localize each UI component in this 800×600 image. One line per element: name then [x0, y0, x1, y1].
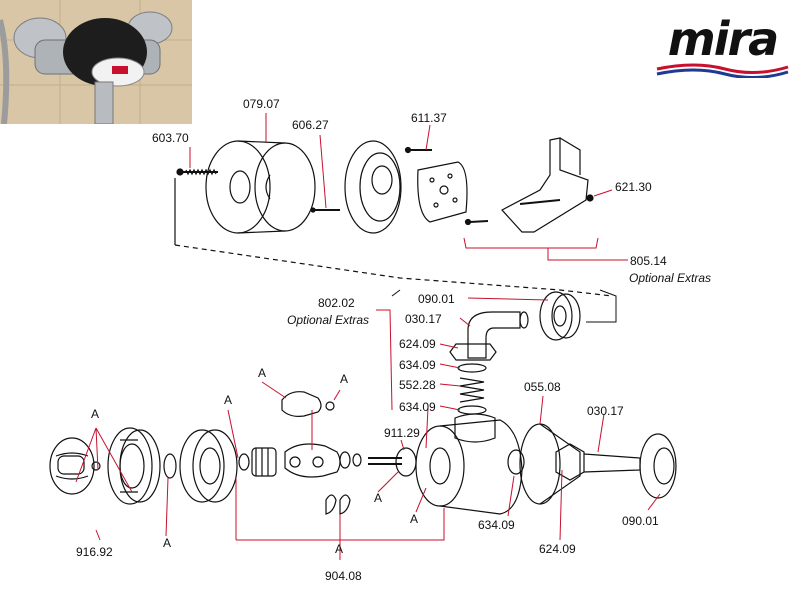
mira-logo-text: mira [667, 12, 779, 66]
l-bracket-icon [501, 137, 594, 233]
screw-603-70-icon [176, 168, 218, 176]
part-label-805-14: 805.14 [630, 254, 667, 268]
valve-body-icon [415, 413, 525, 515]
rosette-right-icon [639, 433, 677, 499]
elbow-pipe-icon [467, 311, 529, 359]
part-label-603-70: 603.70 [152, 131, 189, 145]
screw-bracket-icon [464, 218, 489, 226]
rosette-top-icon [539, 291, 581, 341]
mira-logo: mira [655, 14, 790, 78]
shaft-911-29-icon [368, 447, 417, 477]
part-label-611-37: 611.37 [411, 111, 447, 125]
part-label-606-27: 606.27 [292, 118, 329, 132]
marker-a-5: A [340, 372, 349, 386]
marker-a-4: A [258, 366, 267, 380]
part-label-621-30: 621.30 [615, 180, 652, 194]
washer-icon [163, 453, 177, 479]
screw-611-37-icon [404, 146, 432, 154]
part-label-634-09-b: 634.09 [399, 400, 436, 414]
part-label-055-08: 055.08 [524, 380, 561, 394]
cartridge-icon [251, 447, 277, 477]
part-label-802-02: 802.02 [318, 296, 355, 310]
part-label-904-08: 904.08 [325, 569, 362, 583]
body-055-08-icon [519, 423, 581, 505]
note-802-02: Optional Extras [287, 313, 370, 327]
marker-a-3: A [224, 393, 233, 407]
spring-552-28-icon [459, 377, 485, 403]
part-label-634-09-c: 634.09 [478, 518, 515, 532]
note-805-14: Optional Extras [629, 271, 712, 285]
marker-a-6: A [374, 491, 383, 505]
nut-624-09-icon [449, 343, 497, 361]
marker-a-7: A [335, 542, 344, 556]
control-knob-icon [49, 437, 95, 495]
bracket-plate-icon [417, 161, 468, 223]
shroud-079-07-icon [205, 140, 316, 234]
marker-a-1: A [91, 407, 100, 421]
washer-634-09-icon [457, 363, 487, 373]
marker-a-8: A [410, 512, 419, 526]
marker-a-2: A [163, 536, 172, 550]
dial-plate-icon [179, 429, 238, 503]
o-ring-icon [238, 453, 250, 471]
shower-valve-photo [0, 0, 192, 124]
lever-cap-icon [107, 427, 161, 505]
part-label-079-07: 079.07 [243, 97, 280, 111]
part-label-552-28: 552.28 [399, 378, 436, 392]
backplate-icon [344, 140, 402, 234]
part-label-911-29: 911.29 [384, 426, 420, 440]
part-label-090-01-top: 090.01 [418, 292, 455, 306]
part-label-624-09-bottom: 624.09 [539, 542, 576, 556]
part-label-030-17-right: 030.17 [587, 404, 624, 418]
pin-606-27-icon [310, 207, 340, 213]
small-clips-icon [325, 494, 351, 515]
part-label-916-92: 916.92 [76, 545, 113, 559]
part-label-624-09-top: 624.09 [399, 337, 436, 351]
part-label-634-09-a: 634.09 [399, 358, 436, 372]
spindle-body-icon [284, 443, 362, 478]
part-label-090-01-bottom: 090.01 [622, 514, 659, 528]
retaining-clip-icon [281, 391, 335, 417]
washer-634-09-lower-icon [457, 405, 487, 415]
part-label-030-17-top: 030.17 [405, 312, 442, 326]
